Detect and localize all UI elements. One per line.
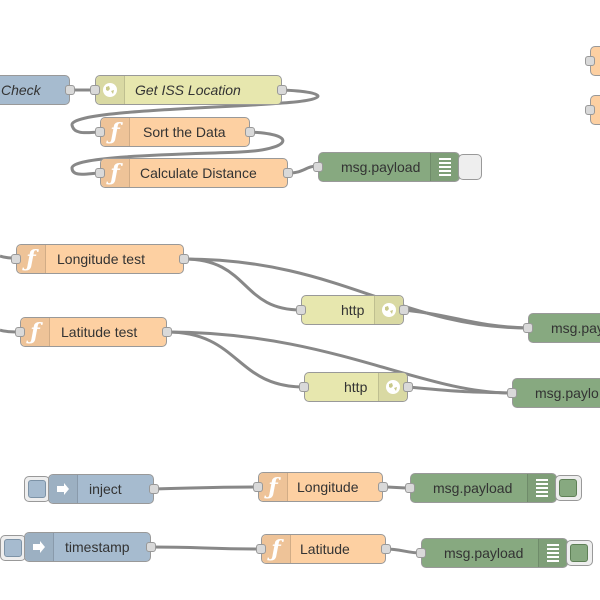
node-label: Latitude bbox=[300, 541, 350, 557]
input-port[interactable] bbox=[313, 162, 323, 172]
latitude-node[interactable]: ƒ Latitude bbox=[256, 534, 391, 564]
get-iss-location-node[interactable]: Get ISS Location bbox=[90, 75, 287, 105]
http-request-node[interactable]: http bbox=[296, 295, 409, 325]
list-icon bbox=[430, 153, 459, 181]
wire bbox=[150, 545, 262, 551]
node-label: msg.payload bbox=[433, 480, 513, 496]
function-icon: ƒ bbox=[101, 118, 130, 146]
node-label: msg.paylo bbox=[535, 385, 599, 401]
node-label: msg.payload bbox=[551, 320, 600, 336]
inject-trigger-button[interactable] bbox=[24, 476, 50, 502]
sort-the-data-node[interactable]: ƒ Sort the Data bbox=[95, 117, 255, 147]
node-label: http bbox=[341, 302, 365, 318]
latitude-test-node[interactable]: ƒ Latitude test bbox=[15, 317, 172, 347]
output-port[interactable] bbox=[399, 305, 409, 315]
output-port[interactable] bbox=[381, 544, 391, 554]
list-icon bbox=[538, 539, 567, 567]
wire bbox=[70, 130, 285, 176]
function-icon: ƒ bbox=[259, 473, 288, 501]
output-port[interactable] bbox=[283, 168, 293, 178]
calculate-distance-node[interactable]: ƒ Calculate Distance bbox=[95, 158, 293, 188]
input-port[interactable] bbox=[296, 305, 306, 315]
input-port[interactable] bbox=[405, 483, 415, 493]
input-port[interactable] bbox=[585, 105, 595, 115]
output-port[interactable] bbox=[179, 254, 189, 264]
function-node-partial[interactable] bbox=[585, 95, 600, 125]
wire bbox=[166, 330, 513, 395]
list-icon bbox=[527, 474, 556, 502]
arrow-icon bbox=[49, 475, 78, 503]
node-label: Sort the Data bbox=[143, 124, 226, 140]
http-request-node[interactable]: http bbox=[299, 372, 413, 402]
output-port[interactable] bbox=[146, 542, 156, 552]
node-label: http bbox=[344, 379, 368, 395]
wire bbox=[70, 88, 320, 135]
input-port[interactable] bbox=[95, 168, 105, 178]
input-port[interactable] bbox=[523, 323, 533, 333]
node-label: Get ISS Location bbox=[135, 82, 241, 98]
wire bbox=[407, 385, 513, 395]
wire bbox=[153, 485, 259, 491]
output-port[interactable] bbox=[162, 327, 172, 337]
input-port[interactable] bbox=[11, 254, 21, 264]
input-port[interactable] bbox=[256, 544, 266, 554]
node-label: timestamp bbox=[65, 539, 130, 555]
function-icon: ƒ bbox=[21, 318, 50, 346]
globe-icon bbox=[378, 373, 407, 401]
input-port[interactable] bbox=[585, 56, 595, 66]
node-label: inject bbox=[89, 481, 122, 497]
output-port[interactable] bbox=[149, 484, 159, 494]
debug-toggle-button[interactable] bbox=[555, 475, 582, 501]
function-node-partial[interactable] bbox=[585, 46, 600, 76]
debug-node[interactable]: msg.payload bbox=[523, 313, 600, 343]
debug-toggle-button[interactable] bbox=[458, 154, 482, 180]
globe-icon bbox=[96, 76, 125, 104]
input-port[interactable] bbox=[253, 482, 263, 492]
output-port[interactable] bbox=[277, 85, 287, 95]
longitude-test-node[interactable]: ƒ Longitude test bbox=[11, 244, 189, 274]
longitude-node[interactable]: ƒ Longitude bbox=[253, 472, 388, 502]
input-port[interactable] bbox=[416, 548, 426, 558]
timestamp-inject-node[interactable]: timestamp bbox=[24, 532, 156, 562]
node-label: msg.payload bbox=[444, 545, 524, 561]
output-port[interactable] bbox=[65, 85, 75, 95]
output-port[interactable] bbox=[403, 382, 413, 392]
node-label: Calculate Distance bbox=[140, 165, 257, 181]
globe-icon bbox=[374, 296, 403, 324]
arrow-icon bbox=[25, 533, 54, 561]
node-label: Longitude test bbox=[57, 251, 145, 267]
function-icon: ƒ bbox=[262, 535, 291, 563]
input-port[interactable] bbox=[507, 388, 517, 398]
inject-node[interactable]: inject bbox=[48, 474, 159, 504]
node-label: Longitude bbox=[297, 479, 359, 495]
wire bbox=[403, 308, 529, 330]
check-node[interactable]: Check bbox=[0, 75, 75, 105]
output-port[interactable] bbox=[245, 127, 255, 137]
debug-node[interactable]: msg.payload bbox=[416, 538, 568, 568]
node-label: msg.payload bbox=[341, 159, 421, 175]
output-port[interactable] bbox=[378, 482, 388, 492]
wire bbox=[183, 257, 302, 312]
debug-toggle-button[interactable] bbox=[566, 540, 593, 566]
debug-node[interactable]: msg.paylo bbox=[507, 378, 600, 408]
debug-node[interactable]: msg.payload bbox=[313, 152, 460, 182]
input-port[interactable] bbox=[90, 85, 100, 95]
function-icon: ƒ bbox=[17, 245, 46, 273]
input-port[interactable] bbox=[299, 382, 309, 392]
node-label: Check bbox=[1, 82, 41, 98]
input-port[interactable] bbox=[95, 127, 105, 137]
function-icon: ƒ bbox=[101, 159, 130, 187]
node-label: Latitude test bbox=[61, 324, 138, 340]
inject-trigger-button[interactable] bbox=[0, 535, 26, 561]
debug-node[interactable]: msg.payload bbox=[405, 473, 557, 503]
input-port[interactable] bbox=[15, 327, 25, 337]
wire bbox=[166, 330, 305, 389]
